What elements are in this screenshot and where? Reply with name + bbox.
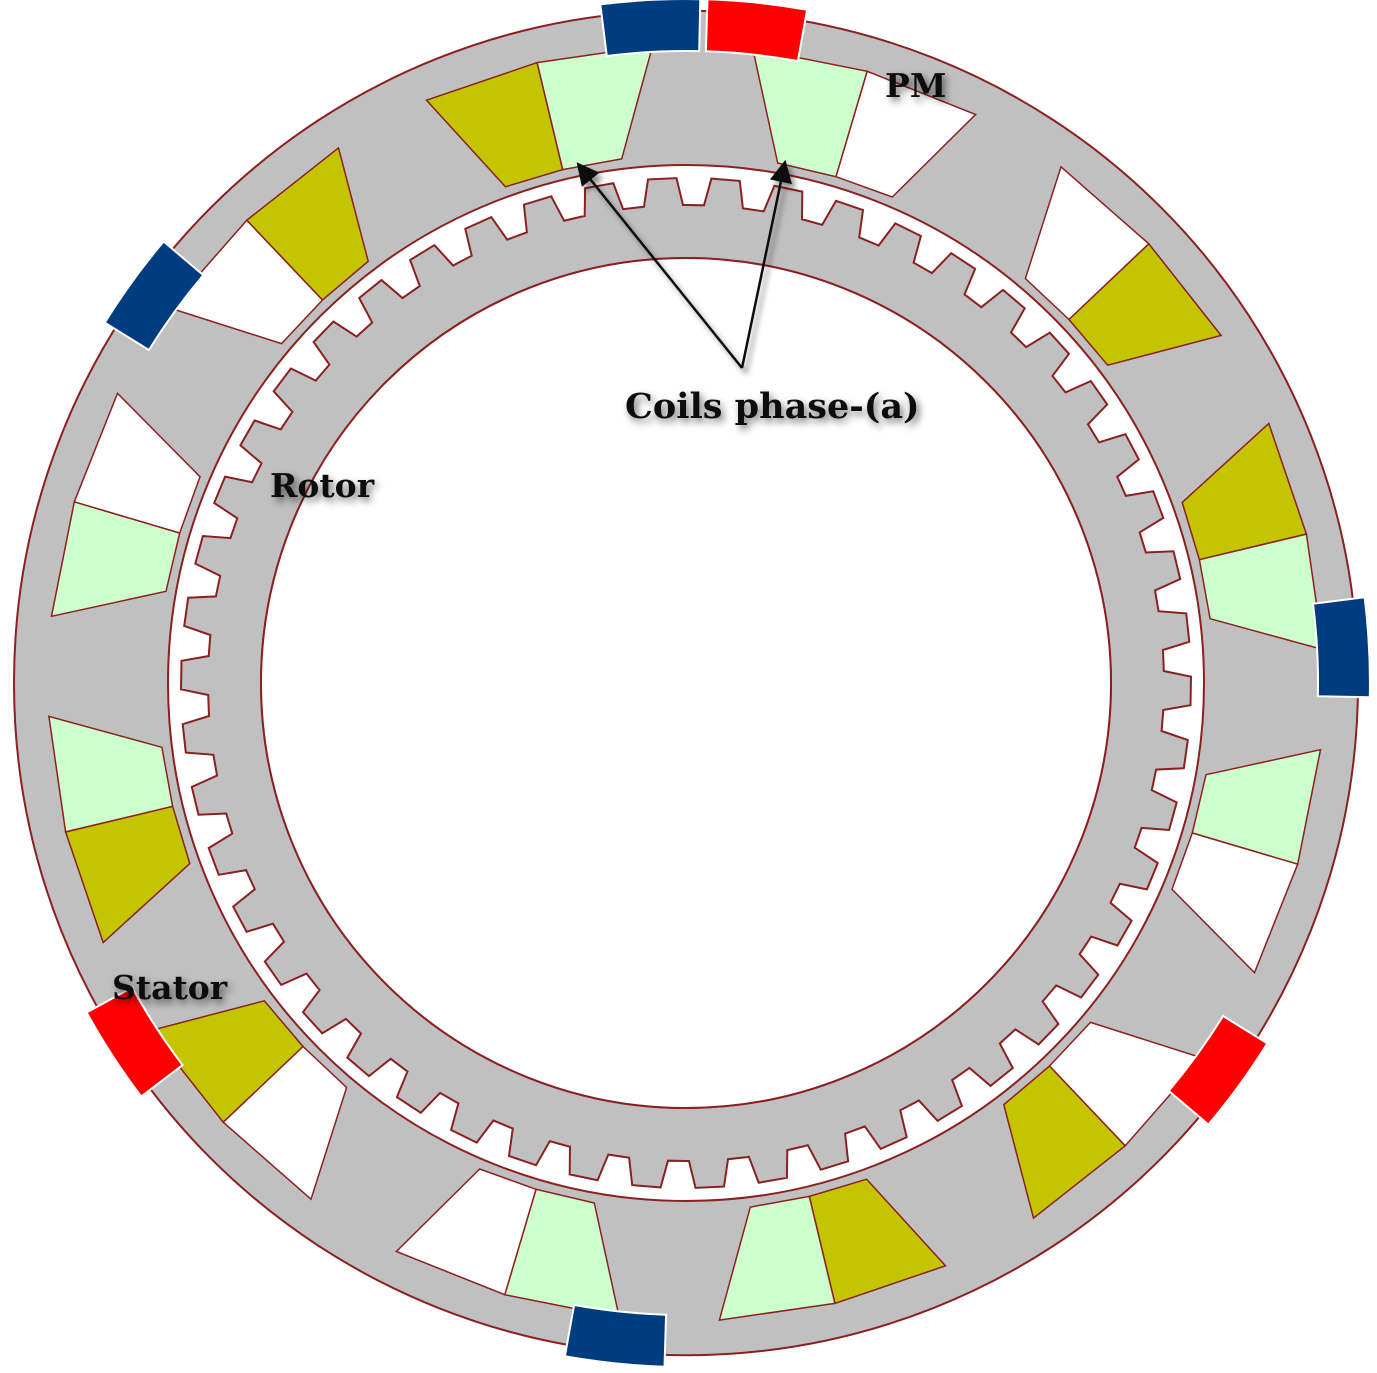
- permanent-magnet: [1311, 596, 1371, 699]
- coil-side-white: [395, 1168, 537, 1296]
- coil-arrow-right: [740, 159, 792, 369]
- permanent-magnet: [563, 1303, 668, 1368]
- stator-label: Stator: [112, 968, 228, 1007]
- coil-side-white: [835, 70, 977, 198]
- coil-side-olive: [1067, 242, 1223, 367]
- stator-slots: [47, 0, 1371, 1368]
- coil-side-white: [1171, 832, 1299, 974]
- permanent-magnet: [704, 0, 809, 63]
- coil-side-olive: [1002, 1064, 1127, 1220]
- coil-arrows: [576, 159, 792, 369]
- permanent-magnet: [599, 0, 702, 58]
- coil-side-green: [718, 1195, 836, 1322]
- rotor: [179, 177, 1193, 1189]
- stator-slot: [85, 986, 348, 1201]
- stator-slot: [704, 0, 977, 198]
- stator-slot: [1002, 1014, 1269, 1220]
- rotor-bore: [260, 257, 1112, 1109]
- permanent-magnet: [85, 986, 185, 1098]
- stator-slot: [1024, 165, 1223, 367]
- coil-side-green: [47, 715, 174, 833]
- stator-slot: [718, 1178, 947, 1322]
- stator-slot: [1171, 748, 1322, 974]
- stator-slot: [103, 146, 370, 352]
- stator-slot: [47, 715, 191, 944]
- coil-arrow-left: [576, 162, 743, 369]
- coils-phase-a-label: Coils phase-(a): [625, 386, 920, 427]
- coil-side-white: [73, 392, 201, 534]
- permanent-magnet: [103, 240, 205, 352]
- pm-label: PM: [885, 66, 946, 105]
- coil-side-olive: [245, 146, 370, 302]
- stator-slot: [1181, 422, 1371, 699]
- stator-slot: [50, 392, 201, 618]
- permanent-magnet: [1167, 1014, 1269, 1126]
- stator-slot: [425, 0, 702, 188]
- rotor-label: Rotor: [270, 466, 375, 505]
- stator-slot: [395, 1168, 668, 1368]
